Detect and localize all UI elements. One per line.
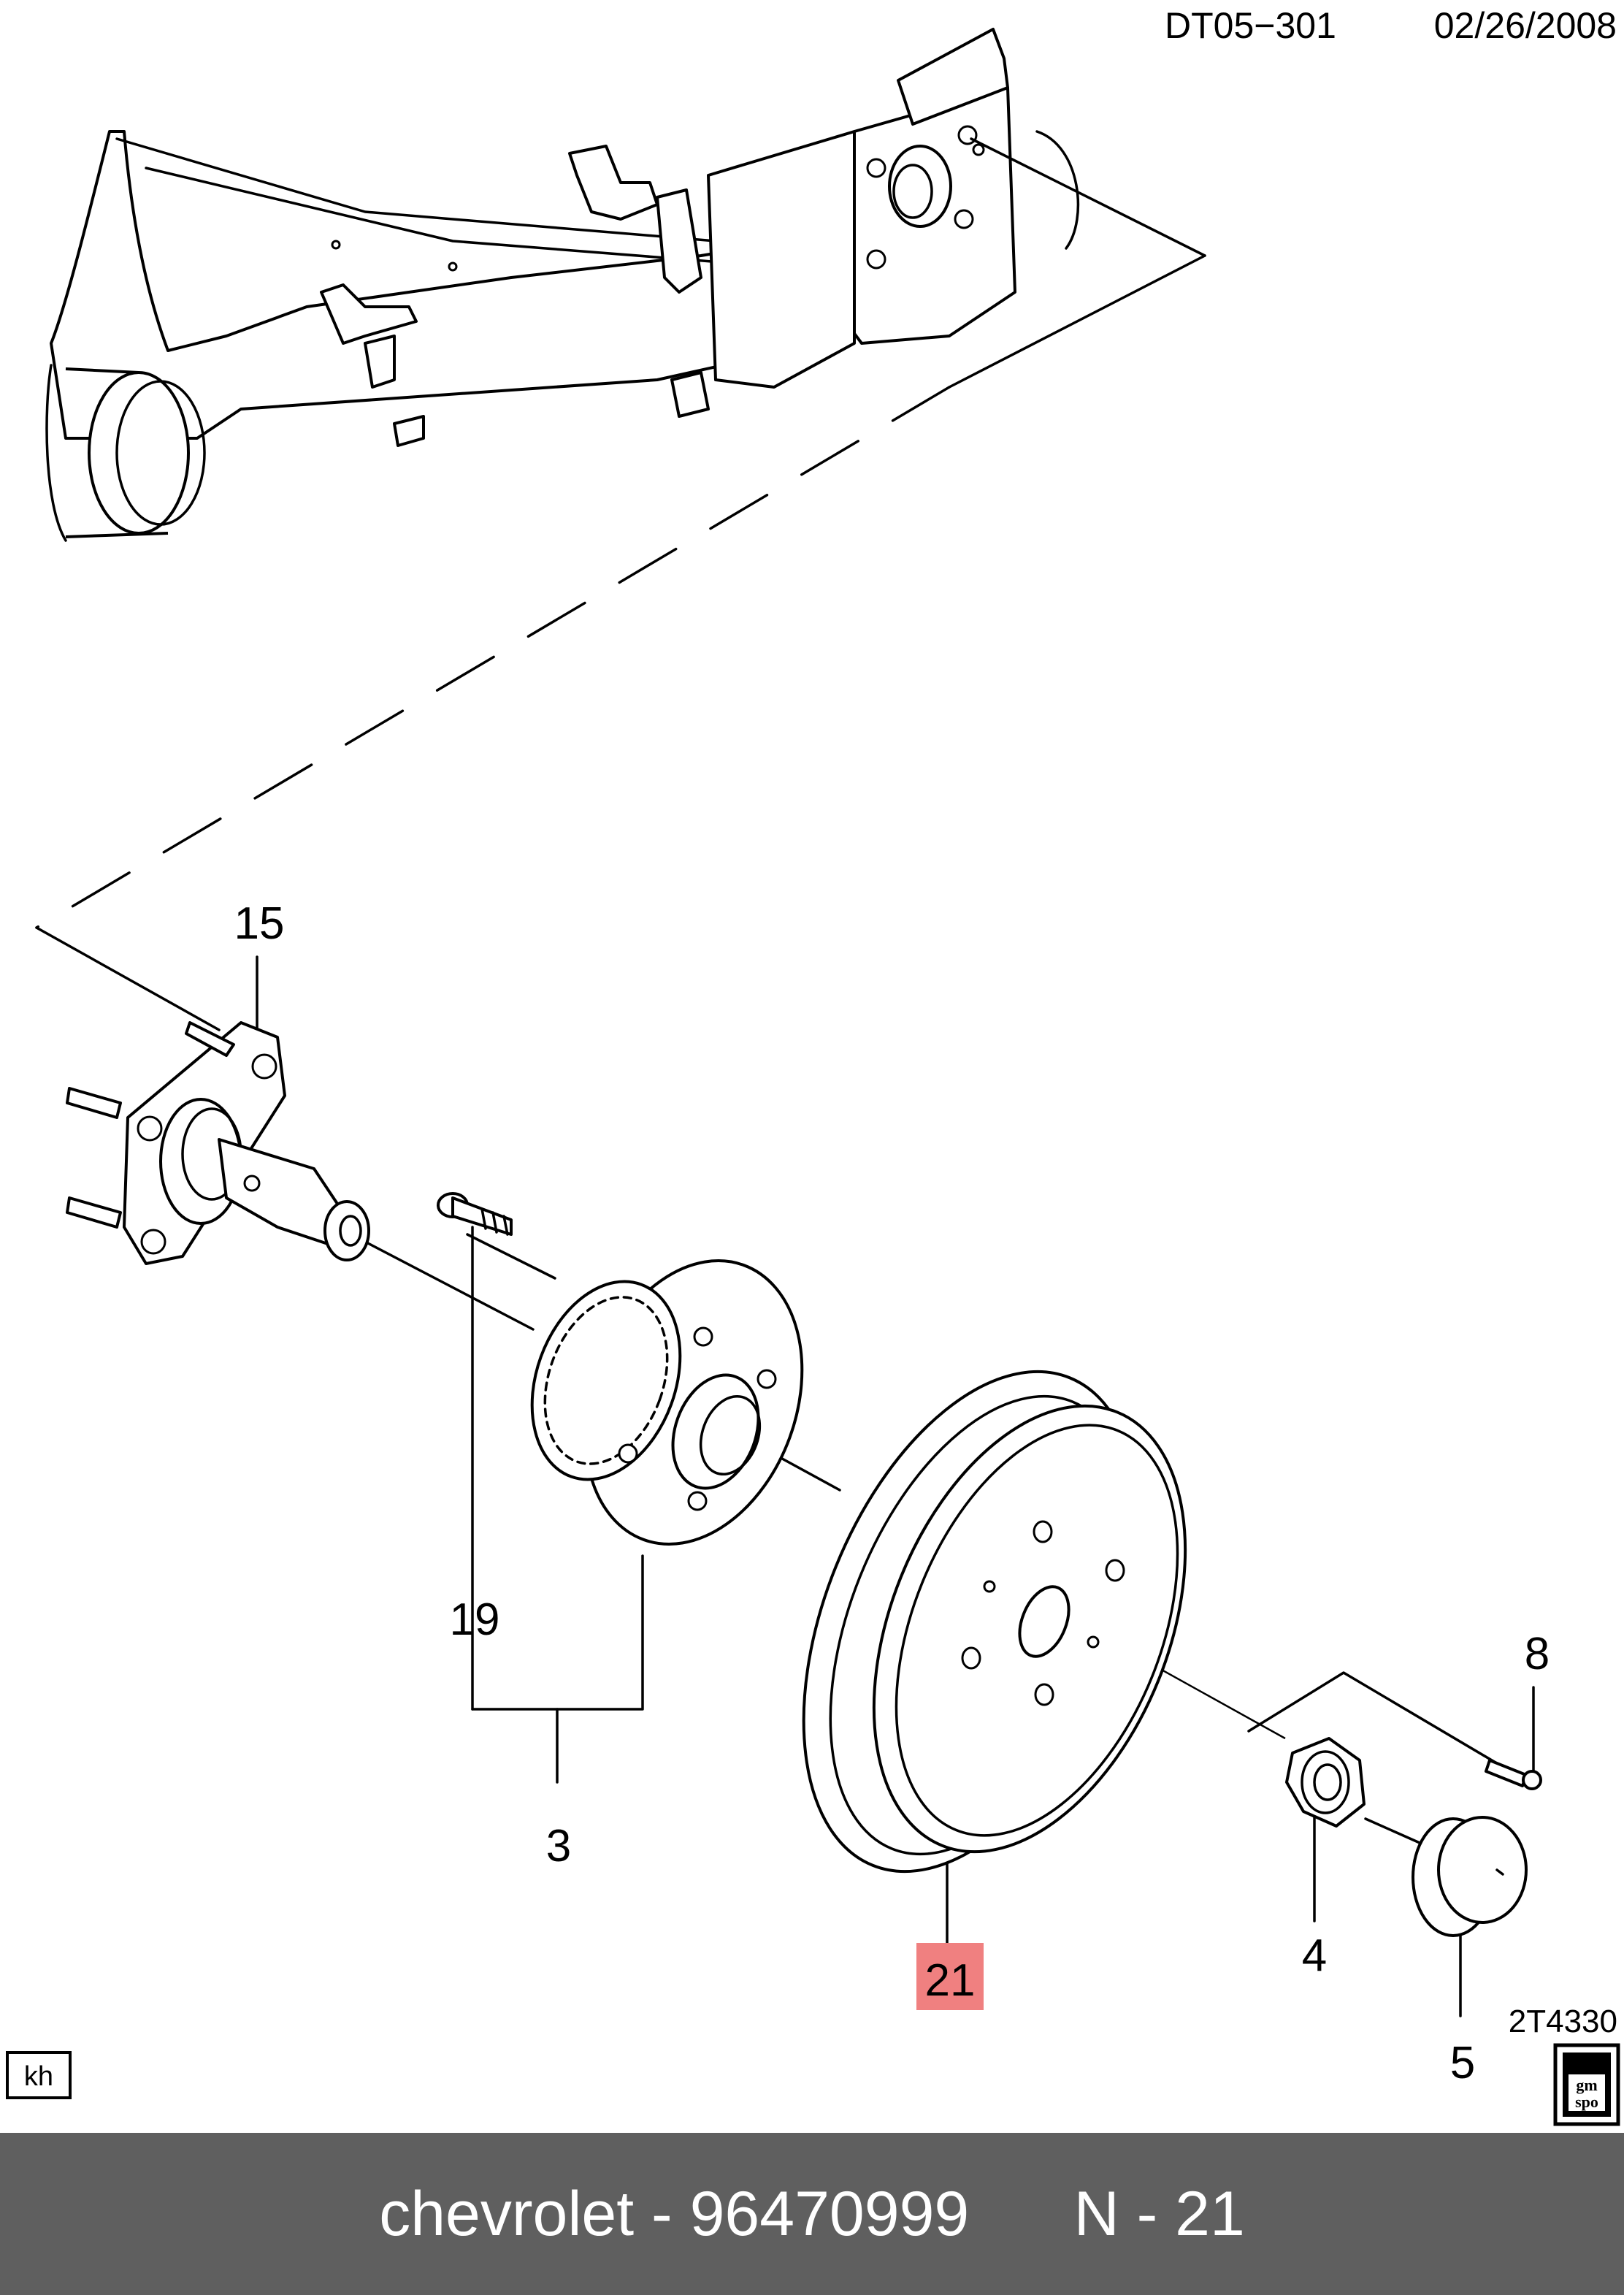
footer-item: N - 21 — [1073, 2178, 1245, 2249]
callout-8: 8 — [1525, 1629, 1550, 1679]
hub-bearing-part-3 — [530, 1259, 804, 1546]
doc-date: 02/26/2008 — [1434, 5, 1617, 46]
footer-part-number: 96470999 — [689, 2178, 970, 2249]
callout-15: 15 — [234, 898, 285, 949]
gm-spo-logo: gm spo — [1553, 2043, 1620, 2126]
figure-code: 2T4330 — [1509, 2004, 1617, 2039]
callout-4: 4 — [1302, 1931, 1327, 1981]
bolt-part-19 — [437, 1192, 513, 1236]
footer-bar: chevrolet - 96470999 N - 21 — [0, 2133, 1624, 2295]
callout-3: 3 — [546, 1821, 571, 1871]
svg-text:gm: gm — [1576, 2076, 1597, 2094]
hex-nut-part-4 — [1285, 1737, 1366, 1828]
exploded-parts-diagram: DT05−301 02/26/2008 — [6, 5, 1620, 2126]
doc-code: DT05−301 — [1165, 5, 1336, 46]
author-tag: kh — [24, 2061, 53, 2092]
callout-19: 19 — [450, 1595, 500, 1645]
hub-spindle-part-15 — [66, 1021, 370, 1265]
footer-brand: chevrolet — [379, 2178, 635, 2249]
leader-lines — [35, 137, 1535, 2017]
callout-5: 5 — [1450, 2038, 1475, 2088]
author-tag-box — [6, 2051, 72, 2099]
svg-text:spo: spo — [1575, 2093, 1598, 2111]
screw-part-8 — [1485, 1759, 1542, 1790]
rear-axle-beam — [45, 28, 1080, 542]
brake-drum-part-21 — [802, 1370, 1187, 1874]
callout-21: 21 — [925, 1955, 976, 2006]
callout-21-highlight — [916, 1943, 984, 2010]
dust-cap-part-5 — [1412, 1816, 1528, 1937]
